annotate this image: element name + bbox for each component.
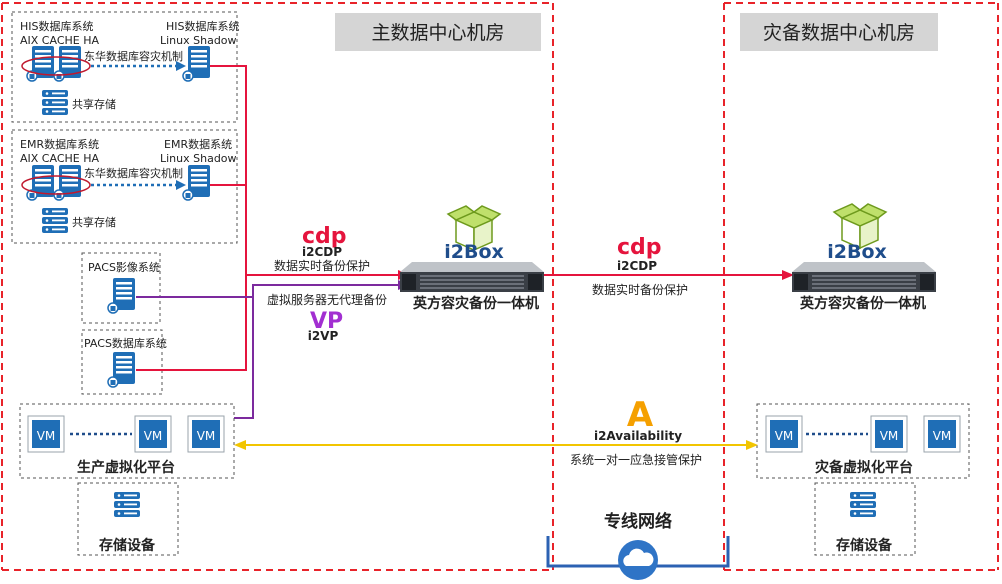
svg-text:PACS影像系统: PACS影像系统 [88,261,160,274]
svg-text:共享存储: 共享存储 [72,97,116,111]
svg-text:英方容灾备份一体机: 英方容灾备份一体机 [412,295,539,312]
cdp-left-logo: cdp [302,224,347,249]
svg-text:VM: VM [933,429,952,443]
svg-text:HIS数据库系统: HIS数据库系统 [166,19,240,33]
cdp-connection-lines [136,65,788,371]
i2box-dr: i2Box 英方容灾备份一体机 [792,203,936,312]
dr-storage: 存储设备 [814,482,916,556]
svg-text:共享存储: 共享存储 [72,215,116,229]
pacs-db-group: PACS数据库系统 [81,329,167,395]
dr-zone-title: 灾备数据中心机房 [740,13,938,51]
main-zone-title: 主数据中心机房 [335,13,541,51]
i2box-main-rack-icon [400,262,544,292]
svg-text:i2VP: i2VP [308,329,339,343]
cloud-icon [618,540,658,580]
svg-text:东华数据库容灾机制: 东华数据库容灾机制 [84,166,183,180]
svg-text:灾备虚拟化平台: 灾备虚拟化平台 [815,459,913,476]
emr-ha-cluster-ring [21,175,91,195]
his-primary-server-1 [26,45,55,82]
svg-text:Linux Shadow: Linux Shadow [160,34,237,47]
availability-logo: A [627,395,654,435]
pacs-image-group: PACS影像系统 [81,252,161,324]
cdp-left-badge: cdp i2CDP 数据实时备份保护 [274,224,370,273]
svg-text:存储设备: 存储设备 [99,537,156,554]
svg-text:HIS数据库系统: HIS数据库系统 [20,19,94,33]
his-shared-storage-icon [42,90,68,115]
svg-text:i2Availability: i2Availability [594,429,682,443]
pacs-image-server [107,277,136,314]
svg-text:AIX CACHE HA: AIX CACHE HA [20,34,99,47]
svg-text:EMR数据库系统: EMR数据库系统 [20,137,99,151]
emr-primary-server-2 [53,164,82,201]
vp-connection-lines [136,284,398,419]
his-group: HIS数据库系统 AIX CACHE HA HIS数据库系统 Linux Sha… [11,11,240,123]
svg-text:存储设备: 存储设备 [836,537,893,554]
svg-text:i2Box: i2Box [444,241,504,263]
emr-primary-server-1 [26,164,55,201]
prod-storage-icon [114,492,140,517]
svg-text:VM: VM [197,429,216,443]
svg-text:i2CDP: i2CDP [302,245,342,259]
svg-text:东华数据库容灾机制: 东华数据库容灾机制 [84,49,183,63]
svg-text:数据实时备份保护: 数据实时备份保护 [274,258,370,273]
svg-text:专线网络: 专线网络 [604,511,672,532]
dr-virt-platform: VM VM VM 灾备虚拟化平台 [756,403,970,479]
emr-shadow-server [182,164,211,201]
svg-text:数据实时备份保护: 数据实时备份保护 [592,282,688,297]
svg-text:PACS数据库系统: PACS数据库系统 [84,336,167,350]
pacs-db-server [107,351,136,388]
cdp-mid-logo: cdp [617,235,662,260]
prod-storage: 存储设备 [77,482,179,556]
svg-text:i2CDP: i2CDP [617,259,657,273]
svg-text:灾备数据中心机房: 灾备数据中心机房 [763,22,915,44]
vp-badge: 虚拟服务器无代理备份 VP i2VP [267,292,387,343]
svg-text:生产虚拟化平台: 生产虚拟化平台 [77,459,175,476]
cdp-mid-badge: cdp i2CDP 数据实时备份保护 [592,235,688,297]
prod-virt-platform: VM VM VM 生产虚拟化平台 [19,403,235,479]
svg-text:英方容灾备份一体机: 英方容灾备份一体机 [799,295,926,312]
his-shadow-server [182,45,211,82]
svg-text:i2Box: i2Box [827,241,887,263]
dedicated-network: 专线网络 [546,511,730,580]
availability-connection [234,440,758,450]
emr-group: EMR数据库系统 AIX CACHE HA EMR数据系统 Linux Shad… [11,129,238,244]
i2box-dr-rack-icon [792,262,936,292]
svg-text:Linux Shadow: Linux Shadow [160,152,237,165]
dr-storage-icon [850,492,876,517]
svg-text:系统一对一应急接管保护: 系统一对一应急接管保护 [570,452,702,467]
main-datacenter-zone [1,2,554,571]
svg-text:VM: VM [144,429,163,443]
vp-logo: VP [310,309,343,334]
svg-text:VM: VM [37,429,56,443]
i2box-main: i2Box 英方容灾备份一体机 [400,205,544,312]
svg-text:主数据中心机房: 主数据中心机房 [371,22,504,44]
dr-datacenter-zone [723,2,999,571]
svg-text:VM: VM [880,429,899,443]
his-ha-cluster-ring [21,56,91,76]
svg-text:AIX CACHE HA: AIX CACHE HA [20,152,99,165]
his-primary-server-2 [53,45,82,82]
svg-text:VM: VM [775,429,794,443]
availability-badge: A i2Availability 系统一对一应急接管保护 [570,395,702,467]
emr-shared-storage-icon [42,208,68,233]
svg-text:EMR数据系统: EMR数据系统 [164,137,232,151]
svg-text:虚拟服务器无代理备份: 虚拟服务器无代理备份 [267,292,387,307]
